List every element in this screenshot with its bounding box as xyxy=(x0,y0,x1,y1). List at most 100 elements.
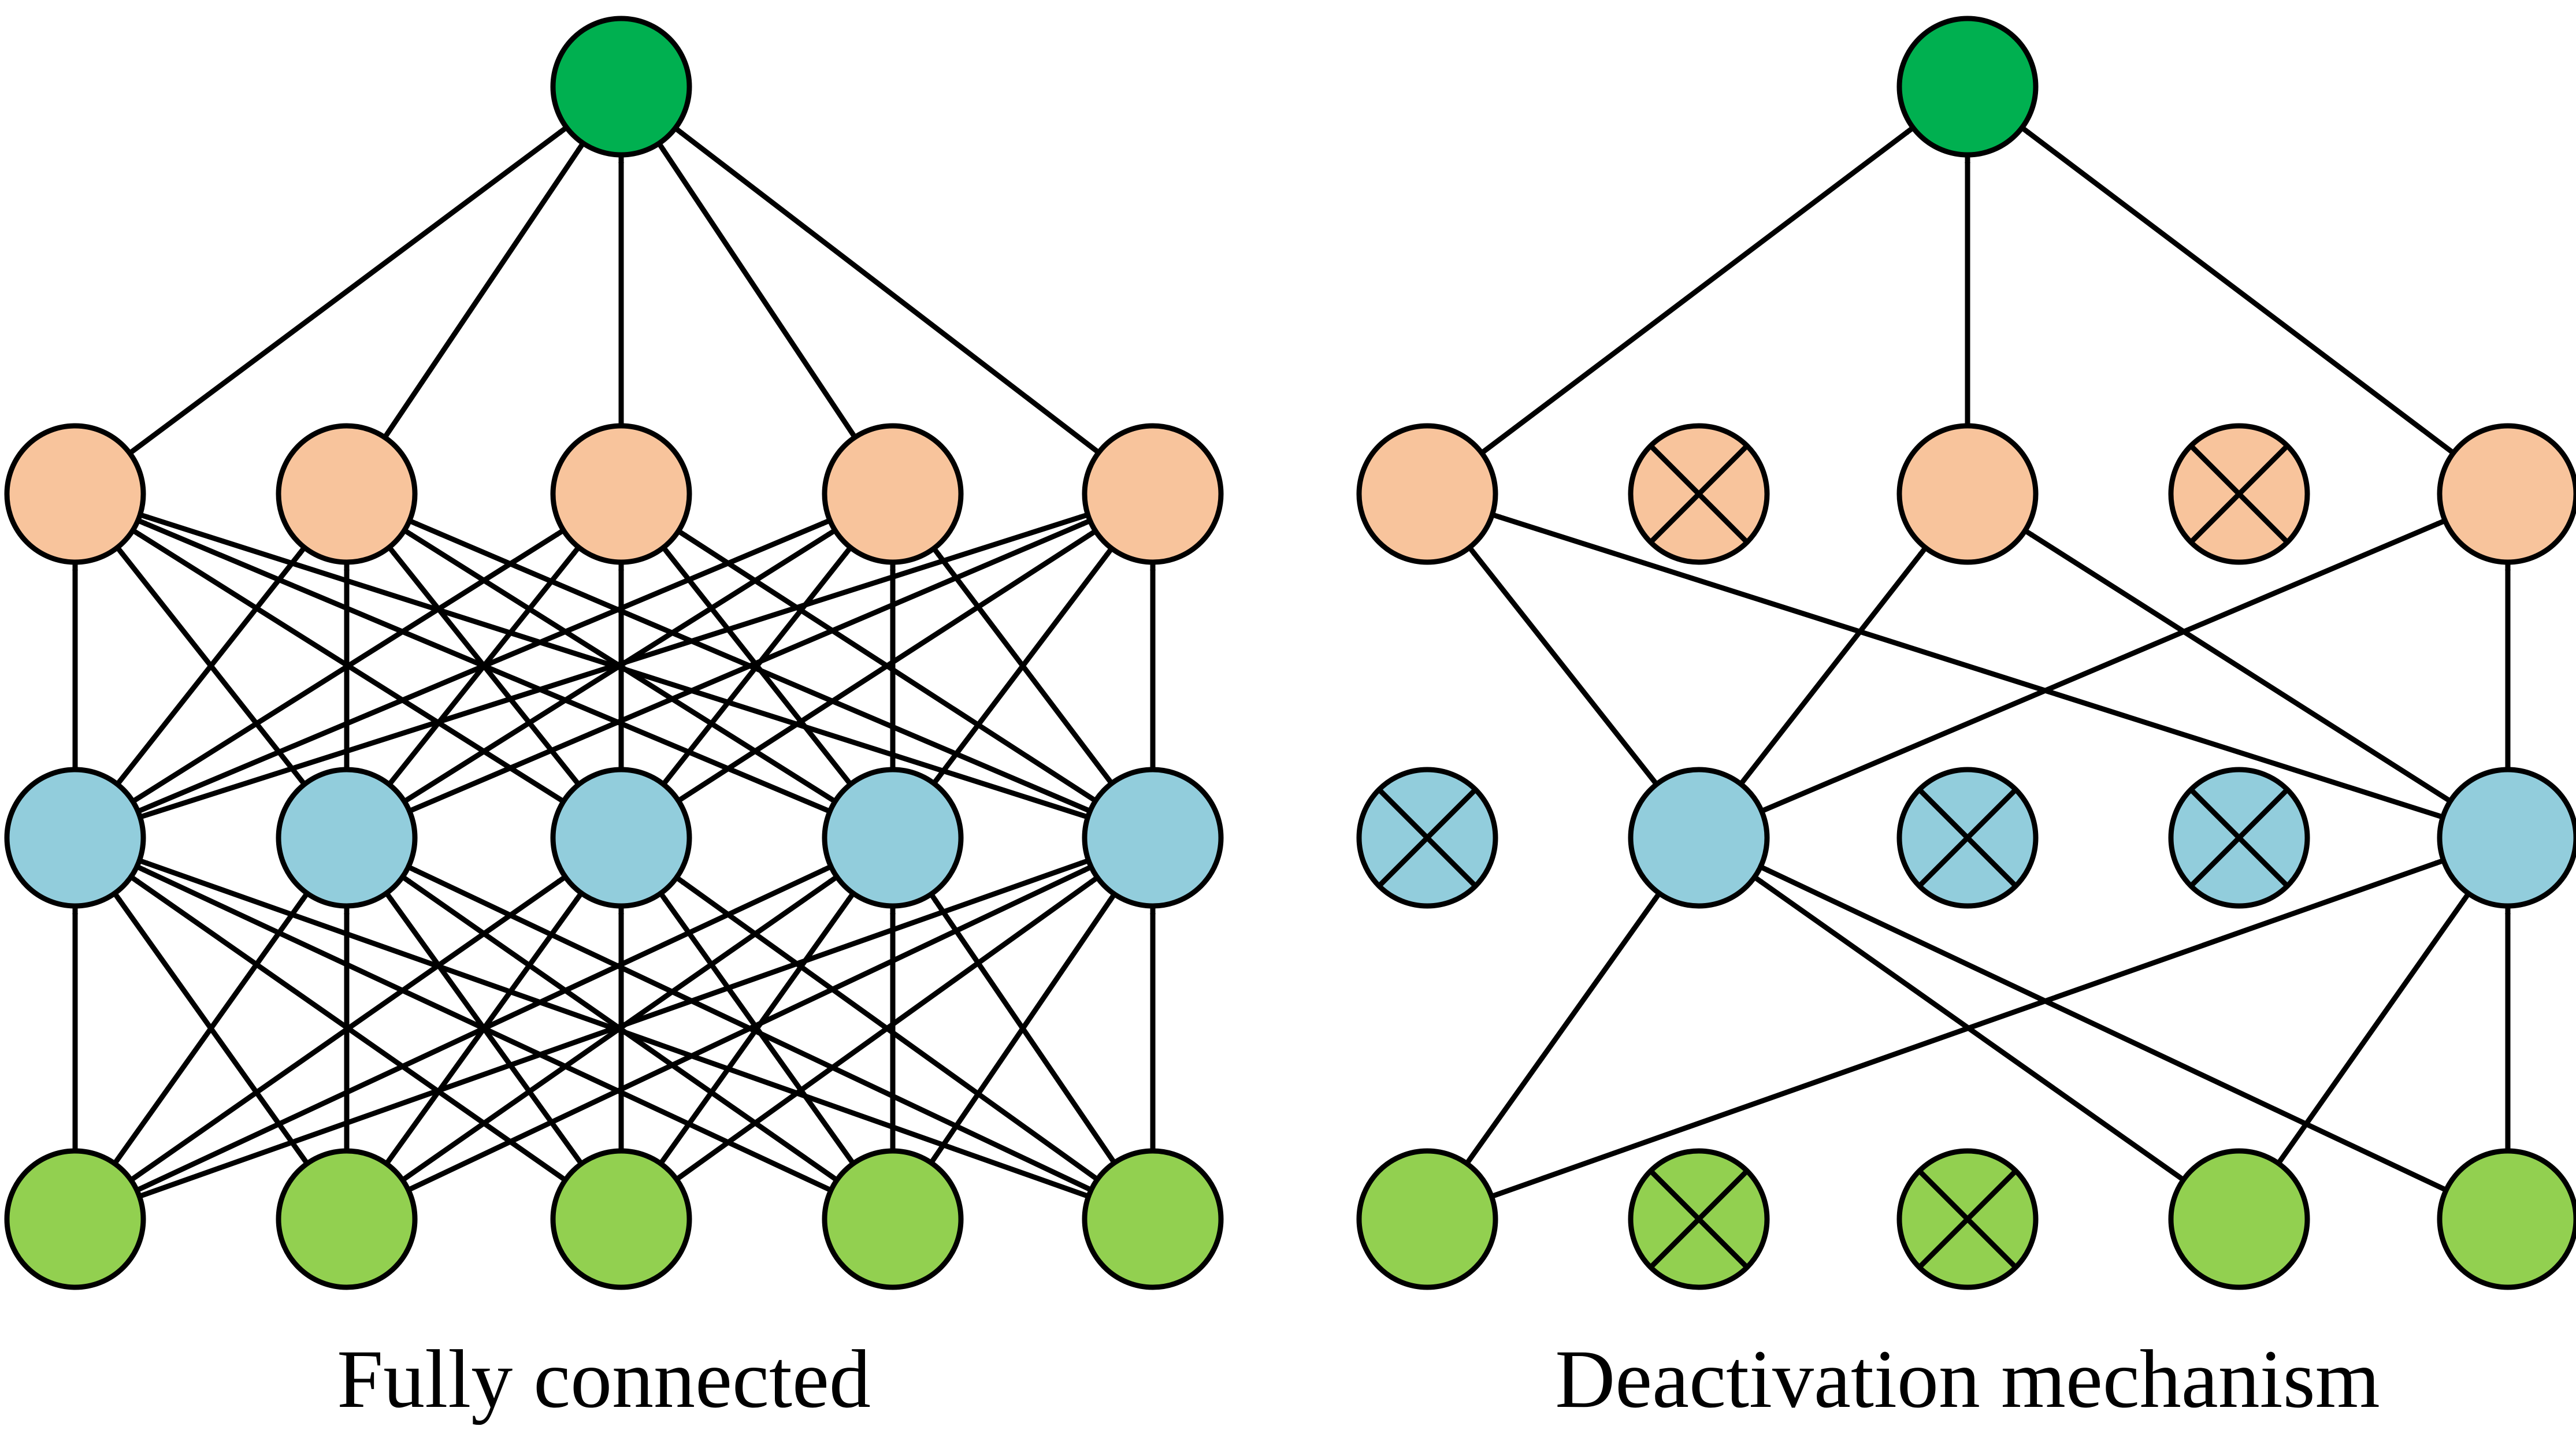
connection-arrow xyxy=(1493,512,2444,820)
connection-arrow xyxy=(138,865,833,1193)
panel-deactivation: Deactivation mechanism xyxy=(1356,16,2576,1425)
hidden2-node xyxy=(1082,423,1224,565)
connection-arrow xyxy=(1739,548,1927,786)
input-node-circle xyxy=(2437,1148,2576,1290)
connection-arrow xyxy=(383,143,584,439)
connection-arrow xyxy=(2276,894,2470,1165)
connection-arrow xyxy=(114,893,310,1165)
connection-arrow xyxy=(2022,127,2455,455)
input-node-circle xyxy=(822,1148,964,1290)
hidden1-node-circle xyxy=(1082,767,1224,909)
cross-mark-icon xyxy=(1377,788,1478,888)
cross-mark-icon xyxy=(1649,1169,1749,1269)
connection-arrow xyxy=(139,519,831,814)
cross-mark-icon xyxy=(1649,444,1749,544)
hidden2-node xyxy=(1896,423,2039,565)
connection-arrow xyxy=(2025,529,2452,804)
input-node xyxy=(822,1148,964,1290)
hidden1-node-circle xyxy=(550,767,692,909)
cross-mark-icon xyxy=(2189,788,2289,888)
hidden2-node xyxy=(1356,423,1498,565)
hidden1-node-circle xyxy=(2437,767,2576,909)
connection-arrow xyxy=(930,894,1117,1165)
edges-fully-connected xyxy=(72,127,1156,1199)
input-node xyxy=(276,1148,418,1290)
caption-fully-connected: Fully connected xyxy=(337,1334,871,1425)
caption-deactivation: Deactivation mechanism xyxy=(1555,1334,2380,1425)
connection-arrow xyxy=(1755,876,2185,1182)
connection-arrow xyxy=(1469,547,1659,786)
hidden2-node-circle xyxy=(1356,423,1498,565)
deactivated-hidden1-node xyxy=(1356,767,1498,909)
panel-fully-connected: Fully connected xyxy=(4,16,1224,1425)
deactivated-hidden2-node xyxy=(1628,423,1770,565)
connection-arrow xyxy=(410,519,1092,814)
connection-arrow xyxy=(1480,127,1913,455)
hidden1-node xyxy=(276,767,418,909)
hidden1-node-circle xyxy=(822,767,964,909)
edges-deactivation xyxy=(1464,127,2511,1199)
connection-arrow xyxy=(1464,893,1660,1165)
hidden2-node xyxy=(4,423,146,565)
deactivated-input-node xyxy=(1628,1148,1770,1290)
connection-arrow xyxy=(133,529,565,804)
input-node-circle xyxy=(276,1148,418,1290)
hidden1-node-circle xyxy=(4,767,146,909)
deactivated-hidden1-node xyxy=(1896,767,2039,909)
connection-arrow xyxy=(1760,519,2444,814)
input-node xyxy=(1356,1148,1498,1290)
connection-arrow xyxy=(678,530,1097,803)
deactivated-hidden1-node xyxy=(2168,767,2310,909)
hidden2-node-circle xyxy=(822,423,964,565)
input-node-circle xyxy=(1082,1148,1224,1290)
connection-arrow xyxy=(677,876,1099,1182)
connection-arrow xyxy=(131,876,567,1183)
hidden1-node xyxy=(822,767,964,909)
connection-arrow xyxy=(658,144,858,439)
connection-arrow xyxy=(141,512,1089,820)
connection-arrow xyxy=(1761,865,2448,1193)
connection-arrow xyxy=(117,547,307,786)
hidden2-node-circle xyxy=(1896,423,2039,565)
connection-arrow xyxy=(409,866,1093,1193)
input-node xyxy=(2437,1148,2576,1290)
cross-mark-icon xyxy=(1917,788,2018,888)
hidden2-node xyxy=(276,423,418,565)
hidden1-node xyxy=(1628,767,1770,909)
input-node xyxy=(4,1148,146,1290)
hidden1-node-circle xyxy=(1628,767,1770,909)
hidden1-node xyxy=(1082,767,1224,909)
input-node-circle xyxy=(4,1148,146,1290)
output-node-circle xyxy=(550,16,692,158)
hidden2-node xyxy=(550,423,692,565)
hidden2-node-circle xyxy=(2437,423,2576,565)
deactivated-hidden2-node xyxy=(2168,423,2310,565)
hidden1-node xyxy=(550,767,692,909)
connection-arrow xyxy=(933,548,1114,785)
nodes-deactivation xyxy=(1356,16,2576,1290)
hidden2-node xyxy=(822,423,964,565)
connection-arrow xyxy=(675,127,1101,455)
hidden2-node-circle xyxy=(276,423,418,565)
hidden2-node-circle xyxy=(1082,423,1224,565)
input-node xyxy=(550,1148,692,1290)
output-node-circle xyxy=(1896,16,2039,158)
input-node xyxy=(1082,1148,1224,1290)
output-node xyxy=(1896,16,2039,158)
hidden1-node xyxy=(4,767,146,909)
cross-mark-icon xyxy=(2189,444,2289,544)
connection-arrow xyxy=(128,127,566,456)
deactivated-input-node xyxy=(1896,1148,2039,1290)
hidden2-node-circle xyxy=(4,423,146,565)
input-node-circle xyxy=(1356,1148,1498,1290)
input-node xyxy=(2168,1148,2310,1290)
output-node xyxy=(550,16,692,158)
cross-mark-icon xyxy=(1917,1169,2018,1269)
hidden1-node xyxy=(2437,767,2576,909)
connection-arrow xyxy=(140,859,1090,1199)
nodes-fully-connected xyxy=(4,16,1224,1290)
input-node-circle xyxy=(2168,1148,2310,1290)
hidden2-node-circle xyxy=(550,423,692,565)
hidden2-node xyxy=(2437,423,2576,565)
